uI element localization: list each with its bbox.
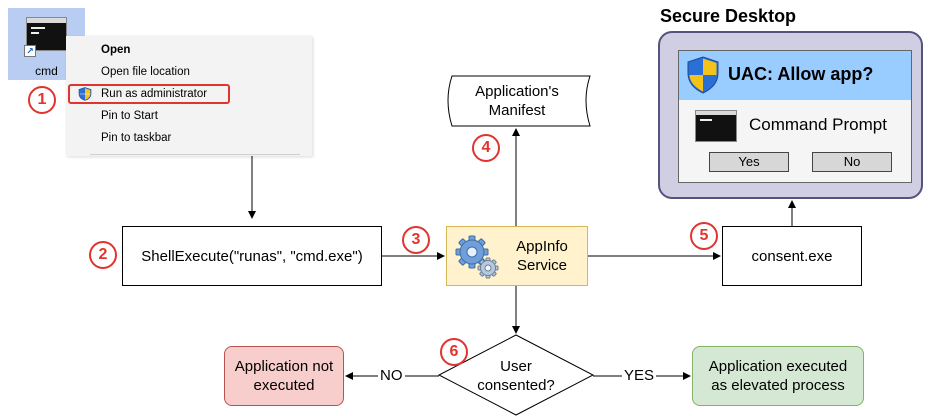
- decision-node-shape: [437, 334, 595, 416]
- appinfo-label-line2: Service: [516, 257, 568, 274]
- edge-label-yes: YES: [622, 367, 657, 384]
- step-badge-3: 3: [402, 226, 430, 254]
- step-badge-5: 5: [690, 222, 718, 250]
- elevated-line1: Application executed: [708, 358, 848, 375]
- not-executed-line1: Application not: [234, 358, 334, 375]
- step-badge-6: 6: [440, 338, 468, 366]
- manifest-node-shape: [447, 75, 591, 127]
- menu-item-open[interactable]: Open: [101, 44, 131, 56]
- uac-yes-button[interactable]: Yes: [709, 152, 789, 172]
- manifest-node-label: Application's Manifest: [448, 82, 586, 120]
- not-executed-line2: executed: [253, 377, 315, 394]
- menu-item-run-as-administrator[interactable]: Run as administrator: [101, 88, 208, 100]
- edge-label-no: NO: [378, 367, 405, 384]
- menu-item-open-file-location[interactable]: Open file location: [101, 66, 190, 78]
- uac-app-name: Command Prompt: [749, 115, 887, 134]
- manifest-label-line1: Application's: [475, 83, 559, 100]
- decision-label-line2: consented?: [477, 377, 555, 394]
- decision-node-label: User consented?: [468, 357, 564, 395]
- manifest-label-line2: Manifest: [488, 102, 546, 119]
- step-badge-1: 1: [28, 86, 56, 114]
- menu-item-pin-to-start[interactable]: Pin to Start: [101, 110, 158, 122]
- consent-exe-node: consent.exe: [722, 226, 862, 286]
- not-executed-node: Application not executed: [224, 346, 344, 406]
- decision-label-line1: User: [500, 358, 532, 375]
- gear-icon: [455, 235, 499, 279]
- uac-shield-icon: [78, 87, 92, 101]
- run-as-admin-highlight: [68, 84, 230, 104]
- appinfo-service-node: AppInfo Service: [446, 226, 588, 286]
- uac-dialog-title: UAC: Allow app?: [728, 64, 874, 84]
- uac-no-button[interactable]: No: [812, 152, 892, 172]
- elevated-line2: as elevated process: [711, 377, 845, 394]
- context-menu: [66, 36, 312, 156]
- step-badge-2: 2: [89, 241, 117, 269]
- secure-desktop-title: Secure Desktop: [660, 6, 797, 26]
- menu-item-pin-to-taskbar[interactable]: Pin to taskbar: [101, 132, 172, 144]
- menu-separator: [90, 154, 300, 155]
- cmd-icon-label: cmd: [35, 64, 58, 78]
- command-prompt-icon: [26, 17, 67, 51]
- uac-shield-icon: [687, 56, 719, 94]
- command-prompt-icon: [695, 110, 737, 142]
- appinfo-label-line1: AppInfo: [516, 238, 568, 255]
- step-badge-4: 4: [472, 134, 500, 162]
- shortcut-arrow-icon: ↗: [24, 45, 36, 57]
- shellexecute-node: ShellExecute("runas", "cmd.exe"): [122, 226, 382, 286]
- elevated-process-node: Application executed as elevated process: [692, 346, 864, 406]
